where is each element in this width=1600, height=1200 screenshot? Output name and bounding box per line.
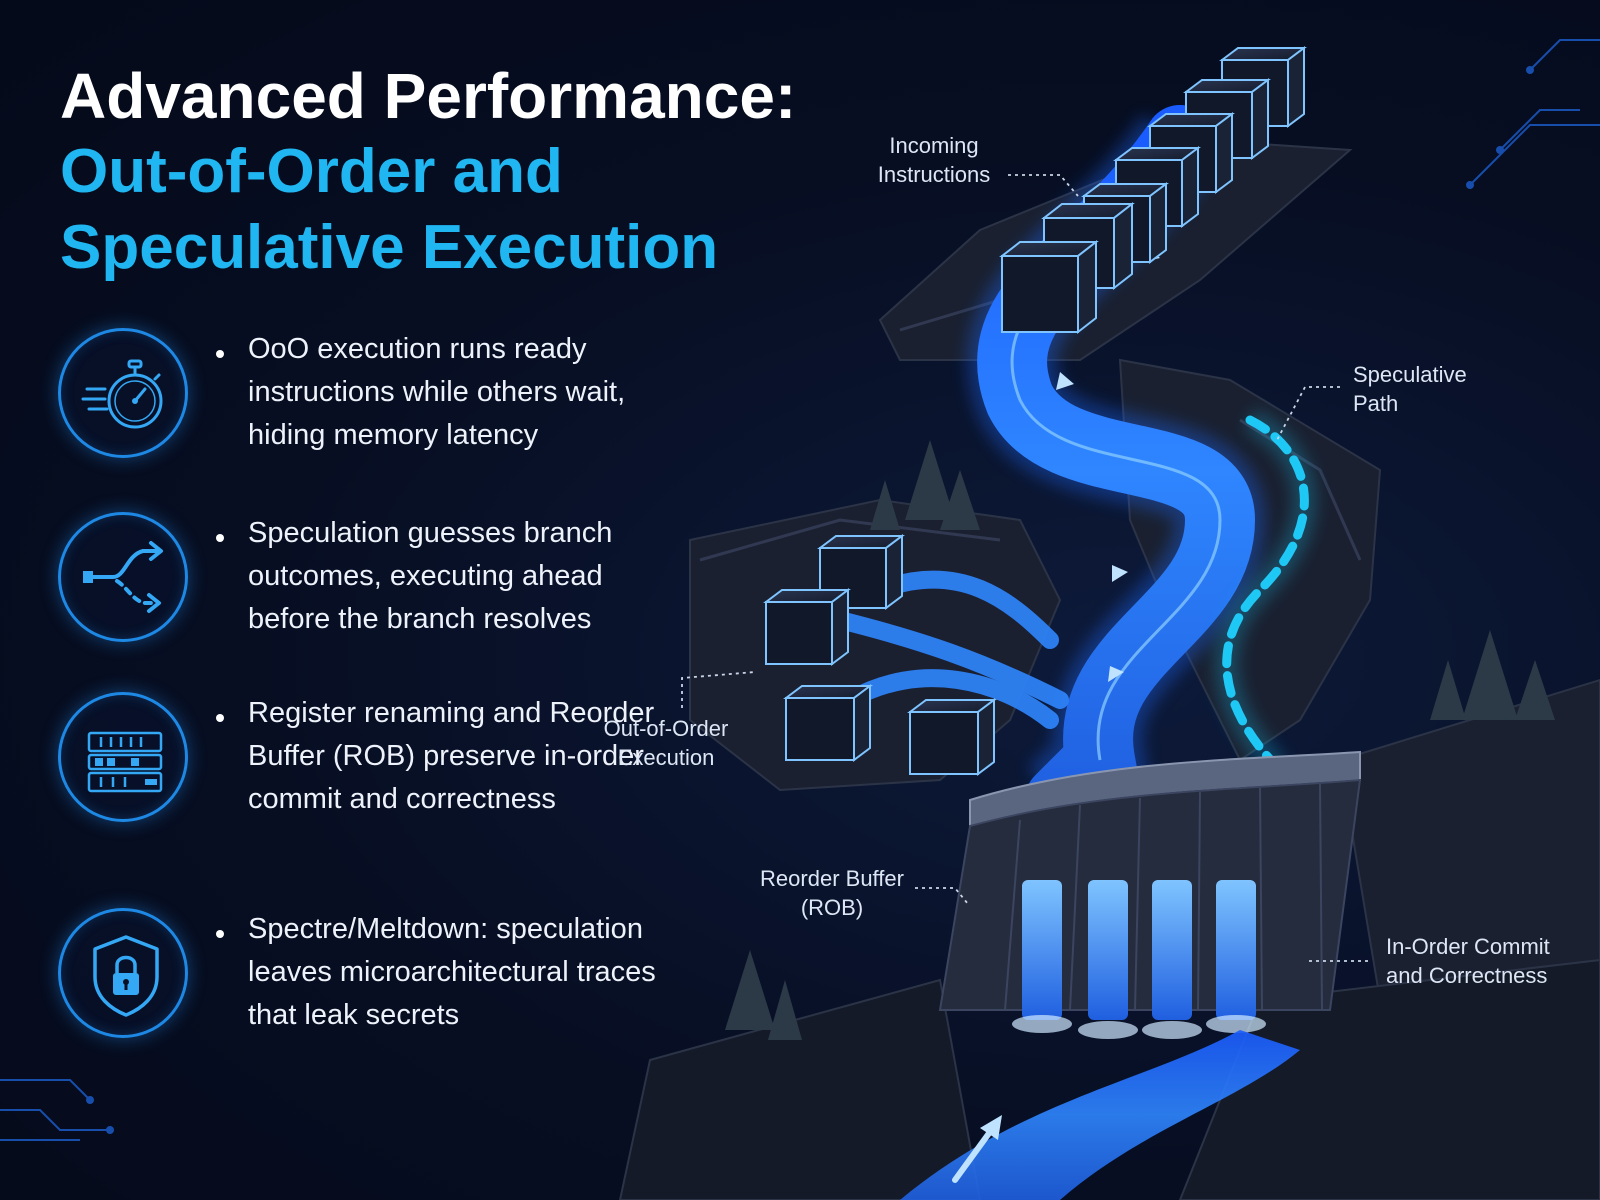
circuit-traces-top-right (1466, 39, 1600, 189)
outflow-arrow (952, 1122, 998, 1183)
title-line-1: Advanced Performance: (60, 60, 797, 132)
ooo-branches (831, 570, 1069, 729)
bullet-text: Register renaming and Reorder Buffer (RO… (248, 697, 655, 815)
label-line: Path (1353, 391, 1399, 416)
bullet-speculation: Speculation guesses branch outcomes, exe… (58, 512, 678, 652)
label-line: Out-of-Order (603, 716, 729, 741)
bullet-text: OoO execution runs ready instructions wh… (248, 333, 626, 451)
stopwatch-icon (58, 328, 188, 458)
circuit-traces-bottom-left (0, 1079, 114, 1141)
label-out-of-order-execution: Out-of-Order Execution (596, 714, 736, 772)
label-leaders (681, 174, 1368, 962)
label-incoming-instructions: Incoming Instructions (868, 131, 1000, 189)
page-title: Advanced Performance: Out-of-Order and S… (60, 58, 796, 286)
reorder-buffer-dam (938, 750, 1362, 1011)
label-line: Incoming (889, 133, 979, 158)
ooo-cube (907, 698, 997, 776)
label-line: Instructions (877, 162, 991, 187)
label-speculative-path: Speculative Path (1353, 360, 1493, 418)
register-rob-icon (58, 692, 188, 822)
label-line: In-Order Commit (1386, 934, 1550, 959)
outflow-river (900, 1030, 1300, 1200)
label-line: Execution (617, 745, 715, 770)
bullet-dot (216, 350, 224, 358)
ooo-cube (817, 534, 905, 610)
title-line-2: Out-of-Order and (60, 137, 563, 206)
ooo-instruction-cubes (763, 534, 997, 776)
label-line: Reorder Buffer (760, 866, 904, 891)
shield-lock-icon (58, 908, 188, 1038)
bullet-register-renaming: Register renaming and Reorder Buffer (RO… (58, 692, 678, 832)
instruction-cube (999, 239, 1099, 335)
ooo-cube (763, 588, 851, 666)
incoming-instruction-cubes (999, 46, 1307, 335)
speculative-path-glow (1214, 409, 1317, 779)
bullet-dot (216, 714, 224, 722)
tree-cluster-right (1430, 630, 1555, 720)
branch-icon (58, 512, 188, 642)
bullet-text: Spectre/Meltdown: speculation leaves mic… (248, 913, 656, 1031)
label-line: and Correctness (1386, 963, 1548, 988)
bullet-dot (216, 534, 224, 542)
label-line: (ROB) (800, 895, 864, 920)
tree-cluster-left (725, 440, 980, 1040)
bullet-dot (216, 930, 224, 938)
bullet-ooo: OoO execution runs ready instructions wh… (58, 328, 678, 468)
ooo-cube (783, 684, 873, 762)
bullet-text: Speculation guesses branch outcomes, exe… (248, 517, 613, 635)
label-line: Speculative (1353, 362, 1467, 387)
bullet-spectre: Spectre/Meltdown: speculation leaves mic… (58, 908, 678, 1048)
waterfalls (1012, 880, 1266, 1039)
label-in-order-commit: In-Order Commit and Correctness (1386, 932, 1566, 990)
title-line-3: Speculative Execution (60, 213, 719, 282)
label-reorder-buffer: Reorder Buffer (ROB) (752, 864, 912, 922)
